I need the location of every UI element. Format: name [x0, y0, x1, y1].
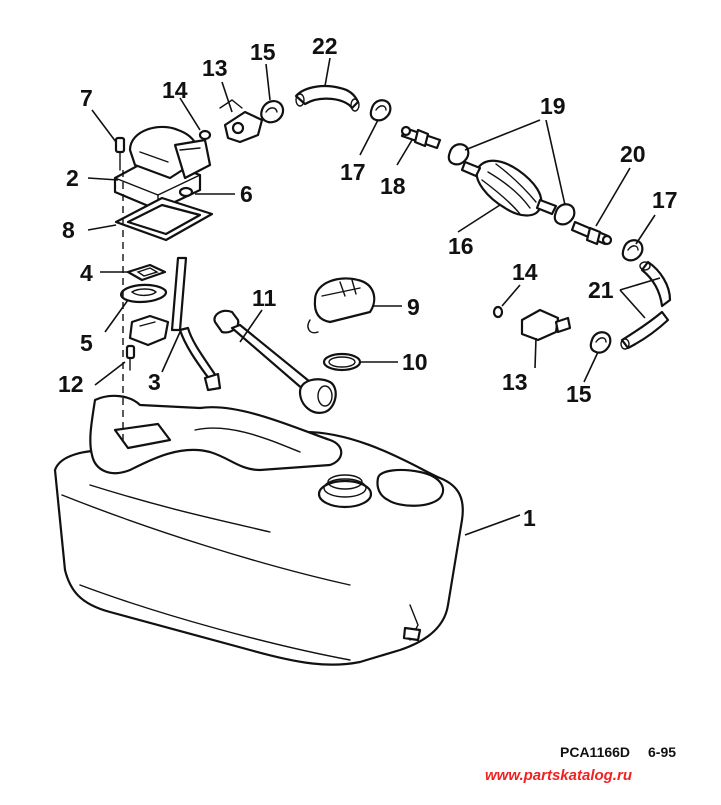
fuel-tank-part-1: [53, 394, 464, 666]
connector-mounting-plate-part-2: [113, 125, 212, 212]
connector-part-13a: [219, 99, 264, 144]
callout-17b: 17: [652, 187, 678, 213]
callout-2: 2: [66, 165, 79, 191]
connector-part-13b: [520, 308, 572, 342]
gasket-part-8: [114, 196, 214, 242]
callout-18: 18: [380, 173, 406, 199]
callout-4: 4: [80, 260, 93, 286]
callout-1: 1: [523, 505, 536, 531]
callout-15b: 15: [566, 381, 592, 407]
caption-date: 6-95: [648, 744, 676, 760]
fitting-part-3-clip: [128, 314, 170, 347]
callout-11: 11: [252, 285, 277, 311]
gasket-part-4: [126, 263, 167, 282]
o-ring-part-14a: [198, 129, 212, 141]
callout-13b: 13: [502, 369, 528, 395]
clamp-part-17b: [621, 239, 644, 262]
callout-12: 12: [58, 371, 84, 397]
clamp-part-19a: [447, 143, 470, 166]
callout-6: 6: [240, 181, 253, 207]
callout-13a: 13: [202, 55, 228, 81]
pickup-tube-part-3: [170, 256, 222, 392]
leader-lines: [87, 57, 661, 536]
callout-labels: 1 2 3 4 5 6 7 8 9 10 11 12 13 13 14 14 1…: [58, 33, 678, 531]
watermark-url: www.partskatalog.ru: [485, 767, 632, 784]
seal-part-5: [120, 283, 168, 304]
callout-8: 8: [62, 217, 75, 243]
callout-10: 10: [402, 349, 428, 375]
hose-part-22: [294, 85, 360, 112]
callout-3: 3: [148, 369, 161, 395]
callout-20: 20: [620, 141, 646, 167]
clamp-part-19b: [553, 203, 576, 226]
callout-14b: 14: [512, 259, 538, 285]
callout-19: 19: [540, 93, 566, 119]
screw-part-12: [125, 344, 136, 371]
fitting-part-20: [570, 220, 613, 246]
callout-14a: 14: [162, 77, 188, 103]
caption-code: PCA1166D: [560, 744, 630, 760]
fuel-gauge-float-part-11: [213, 309, 337, 414]
callout-22: 22: [312, 33, 338, 59]
fitting-part-18: [400, 125, 442, 150]
callout-5: 5: [80, 330, 93, 356]
primer-bulb-part-16: [460, 159, 558, 217]
screw-part-7: [114, 136, 126, 171]
callout-9: 9: [407, 294, 420, 320]
hose-part-21: [620, 260, 672, 350]
clamp-part-15b: [589, 331, 612, 354]
o-ring-part-14b: [492, 305, 504, 319]
filler-cap-part-9: [307, 277, 376, 334]
callout-21: 21: [588, 277, 614, 303]
clamp-part-15a: [260, 100, 285, 124]
callout-15a: 15: [250, 39, 276, 65]
callout-16: 16: [448, 233, 474, 259]
clamp-part-17a: [369, 99, 392, 122]
callout-17a: 17: [340, 159, 366, 185]
callout-7: 7: [80, 85, 93, 111]
o-ring-part-6: [178, 186, 194, 198]
